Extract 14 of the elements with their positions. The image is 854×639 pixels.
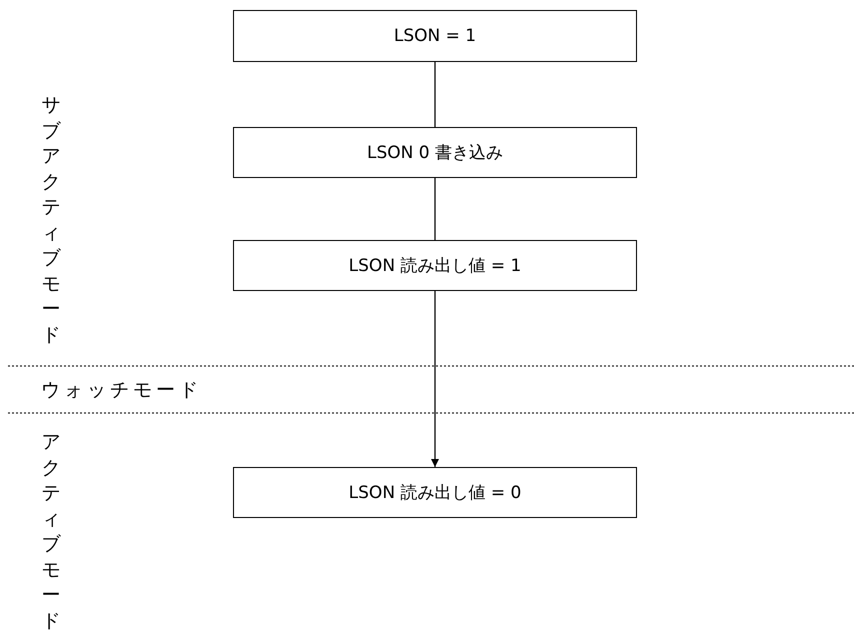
box-text: LSON = 1 — [394, 26, 476, 46]
connector-line — [434, 62, 436, 127]
process-box — [233, 10, 637, 62]
box-text: LSON 読み出し値 = 1 — [348, 255, 522, 277]
mode-label: ウォッチモード — [41, 378, 202, 403]
process-box — [233, 240, 637, 291]
mode-label: アクティブモード — [41, 430, 61, 634]
process-box — [233, 127, 637, 178]
box-text: LSON 0 書き込み — [367, 142, 503, 164]
box-text: LSON 読み出し値 = 0 — [348, 482, 522, 504]
arrow — [431, 291, 439, 467]
connector-line — [434, 178, 436, 240]
mode-label: サブアクティブモード — [41, 93, 61, 348]
process-box — [233, 467, 637, 518]
